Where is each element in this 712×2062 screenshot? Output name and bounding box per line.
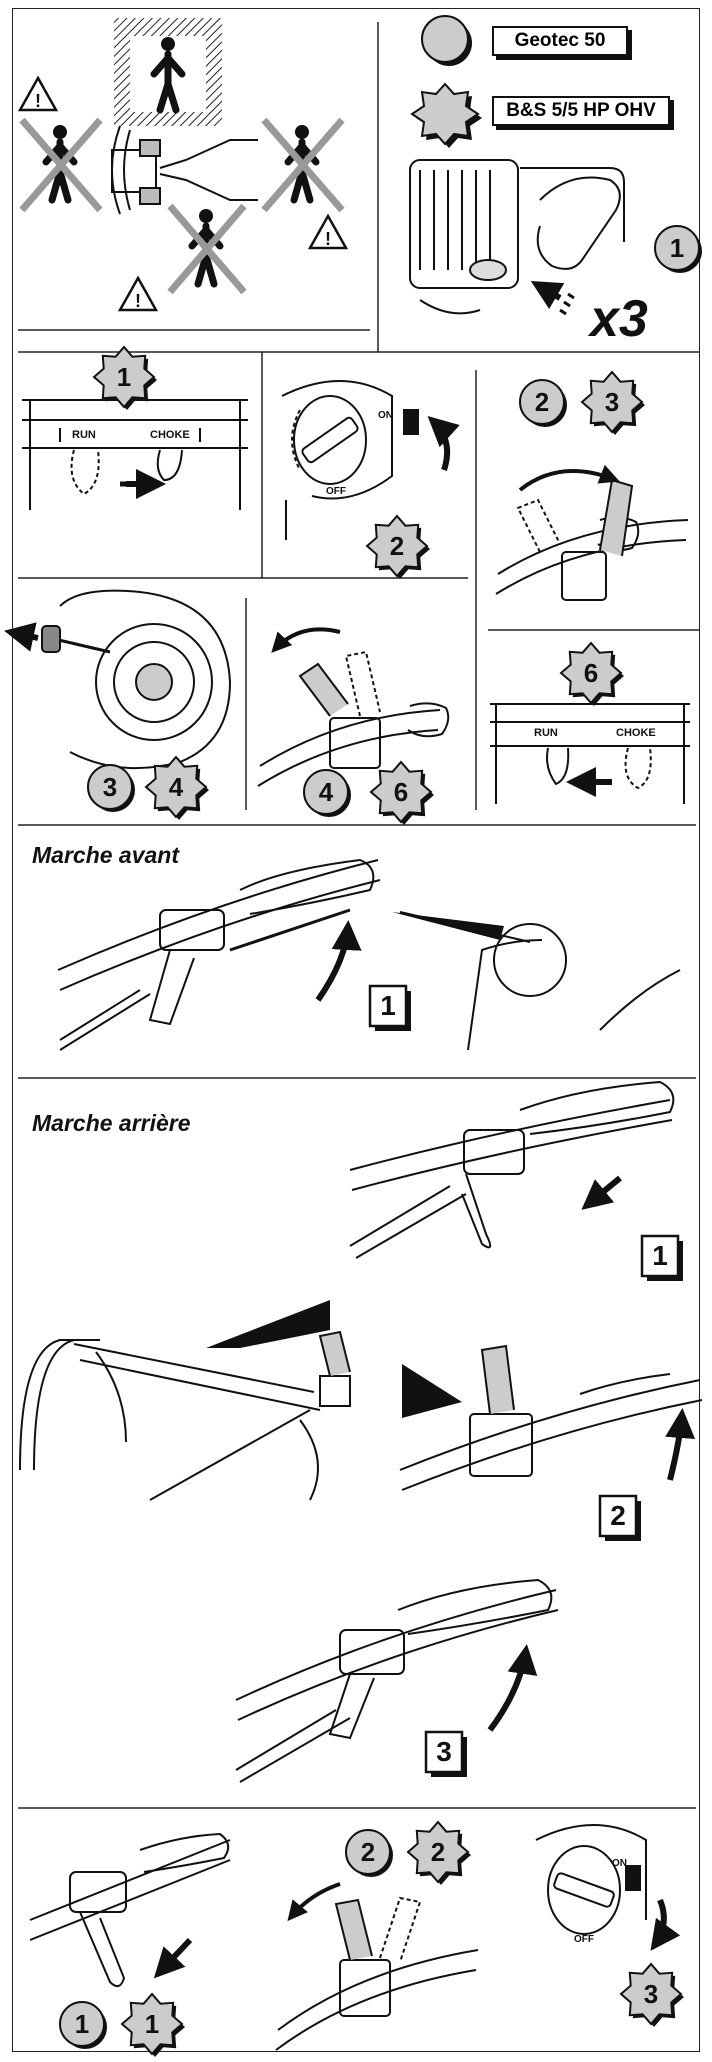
- on-label: ON: [612, 1858, 627, 1869]
- step-star-badge: 1: [92, 345, 157, 410]
- step-star-badge: 3: [580, 370, 645, 435]
- forbidden-person-left: [19, 117, 103, 213]
- step-number: 2: [610, 1500, 626, 1531]
- step-number: 2: [361, 1837, 375, 1867]
- step-number: 1: [670, 233, 684, 263]
- step-number: 3: [605, 387, 619, 417]
- step-number: 4: [169, 772, 184, 802]
- step-circle-badge: 1: [654, 225, 702, 273]
- step-box-badge: 3: [424, 1730, 467, 1777]
- step-circle-badge: 2: [519, 379, 567, 427]
- geotec-circle-icon: [421, 15, 472, 66]
- primer-bulb-illustration: [409, 159, 625, 316]
- fuel-valve-illustration: [281, 380, 460, 540]
- throttle-return-illustration: [257, 627, 450, 787]
- step-number: 1: [380, 990, 396, 1021]
- on-label: ON: [378, 410, 393, 421]
- model-label-bs: B&S 5/5 HP OHV: [492, 96, 670, 126]
- svg-text:!: !: [325, 229, 331, 249]
- choke-label: CHOKE: [616, 727, 656, 739]
- zoom-pointer-icon: [392, 912, 504, 940]
- off-label: OFF: [326, 486, 346, 497]
- step-box-badge: 2: [598, 1494, 641, 1541]
- bs-star-icon: [410, 82, 482, 148]
- warning-icon: [17, 75, 349, 312]
- step-number: 4: [319, 777, 334, 807]
- choke-lever-illustration: [22, 399, 248, 510]
- section-title-reverse: Marche arrière: [32, 1110, 191, 1136]
- throttle-lever-illustration: [495, 464, 689, 601]
- off-label: OFF: [574, 1934, 594, 1945]
- step-number: 6: [394, 777, 408, 807]
- forward-handle-illustration: [57, 858, 681, 1051]
- svg-text:!: !: [135, 291, 141, 311]
- choke-label: CHOKE: [150, 429, 190, 441]
- forbidden-person-right: [261, 117, 345, 213]
- step-circle-badge: 2: [345, 1829, 393, 1877]
- step-number: 2: [390, 531, 404, 561]
- svg-text:!: !: [35, 91, 41, 111]
- model-label-geotec: Geotec 50: [492, 26, 628, 56]
- step-star-badge: 3: [619, 1962, 684, 2027]
- reverse-handle-illustration: [19, 1080, 703, 1783]
- step-number: 3: [436, 1736, 452, 1767]
- step-number: 6: [584, 658, 598, 688]
- step-circle-badge: 1: [59, 2001, 107, 2049]
- choke-open-illustration: [490, 703, 690, 804]
- pointer-triangle-icon: [402, 1364, 462, 1418]
- step-number: 3: [103, 772, 117, 802]
- pointer-triangle-icon: [206, 1300, 330, 1348]
- step-badges: 1 1 2 2 3 3 4 4 6 6 1 1 2 3 2 2 1 1 3: [59, 225, 702, 2057]
- recoil-starter-illustration: [4, 589, 232, 770]
- step-number: 1: [652, 1240, 668, 1271]
- step-number: 3: [644, 1979, 658, 2009]
- step-circle-badge: 3: [87, 764, 135, 812]
- step-number: 2: [535, 387, 549, 417]
- page-frame: [12, 8, 700, 2052]
- step-circle-badge: 4: [303, 769, 351, 817]
- panel-dividers: [18, 22, 700, 1809]
- step-star-badge: 2: [406, 1820, 471, 1885]
- step-box-badge: 1: [640, 1234, 683, 1281]
- step-number: 1: [117, 362, 131, 392]
- step-number: 1: [75, 2009, 89, 2039]
- step-star-badge: 1: [120, 1992, 185, 2057]
- repeat-count: x3: [587, 290, 648, 348]
- run-label: RUN: [534, 727, 558, 739]
- step-number: 2: [431, 1837, 445, 1867]
- stop-sequence-illustration: [29, 1824, 681, 2051]
- step-star-badge: 6: [369, 760, 434, 825]
- step-star-badge: 2: [365, 514, 430, 579]
- section-title-forward: Marche avant: [32, 842, 180, 868]
- safety-zone-diagram: !!!: [17, 18, 349, 312]
- step-star-badge: 4: [144, 755, 209, 820]
- forbidden-person-bottom: [167, 203, 247, 295]
- step-box-badge: 1: [368, 984, 411, 1031]
- run-label: RUN: [72, 429, 96, 441]
- step-star-badge: 6: [559, 641, 624, 706]
- step-number: 1: [145, 2009, 159, 2039]
